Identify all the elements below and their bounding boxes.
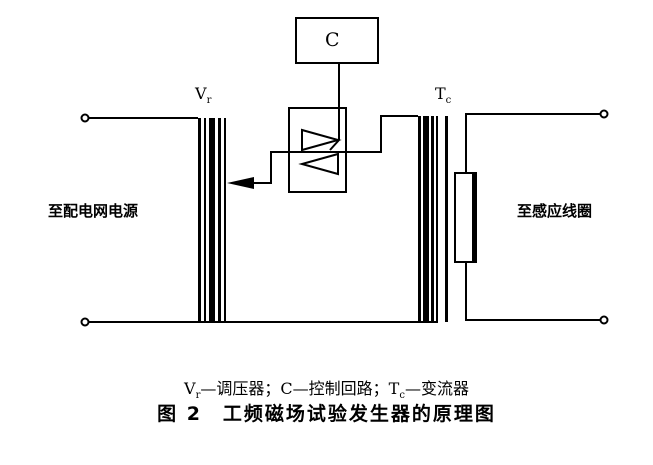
legend-caption: Vr—调压器；C—控制回路；Tc—变流器 [0, 375, 653, 401]
legend-vr-text: —调压器； [200, 379, 281, 398]
legend-tc: T [388, 379, 400, 398]
terminal-bottom-left [80, 317, 90, 327]
left-label: 至配电网电源 [48, 202, 139, 220]
figure-title: 图 2 工频磁场试验发生器的原理图 [157, 403, 496, 425]
regulator-label: Vr [195, 84, 211, 106]
legend-vr-sub: r [195, 390, 201, 402]
wiper-arrow-icon [227, 177, 254, 189]
regulator-label-sub: r [206, 95, 212, 107]
transformer-label-main: T [435, 84, 446, 103]
transformer-label-sub: c [445, 95, 452, 107]
triac-reverse-triangle [298, 152, 339, 176]
terminal-top-left [80, 113, 90, 123]
transformer-primary [418, 116, 448, 322]
legend-c: C—控制回路； [280, 379, 389, 398]
wire-to-transformer [346, 115, 418, 153]
control-box-label: C [325, 29, 340, 51]
wire-control [329, 63, 340, 151]
terminal-bottom-right [599, 315, 609, 325]
triac-forward-triangle [301, 128, 342, 152]
legend-tc-sub: c [399, 390, 405, 402]
triac-box [288, 107, 347, 193]
right-label: 至感应线圈 [517, 202, 593, 220]
terminal-top-right [599, 109, 609, 119]
transformer-label: Tc [435, 84, 451, 106]
control-box [295, 17, 379, 64]
wire-wiper [240, 151, 289, 184]
regulator-label-main: V [195, 84, 207, 103]
regulator-core [198, 118, 226, 322]
legend-vr: V [184, 379, 196, 398]
legend-tc-text: —变流器 [404, 379, 469, 398]
